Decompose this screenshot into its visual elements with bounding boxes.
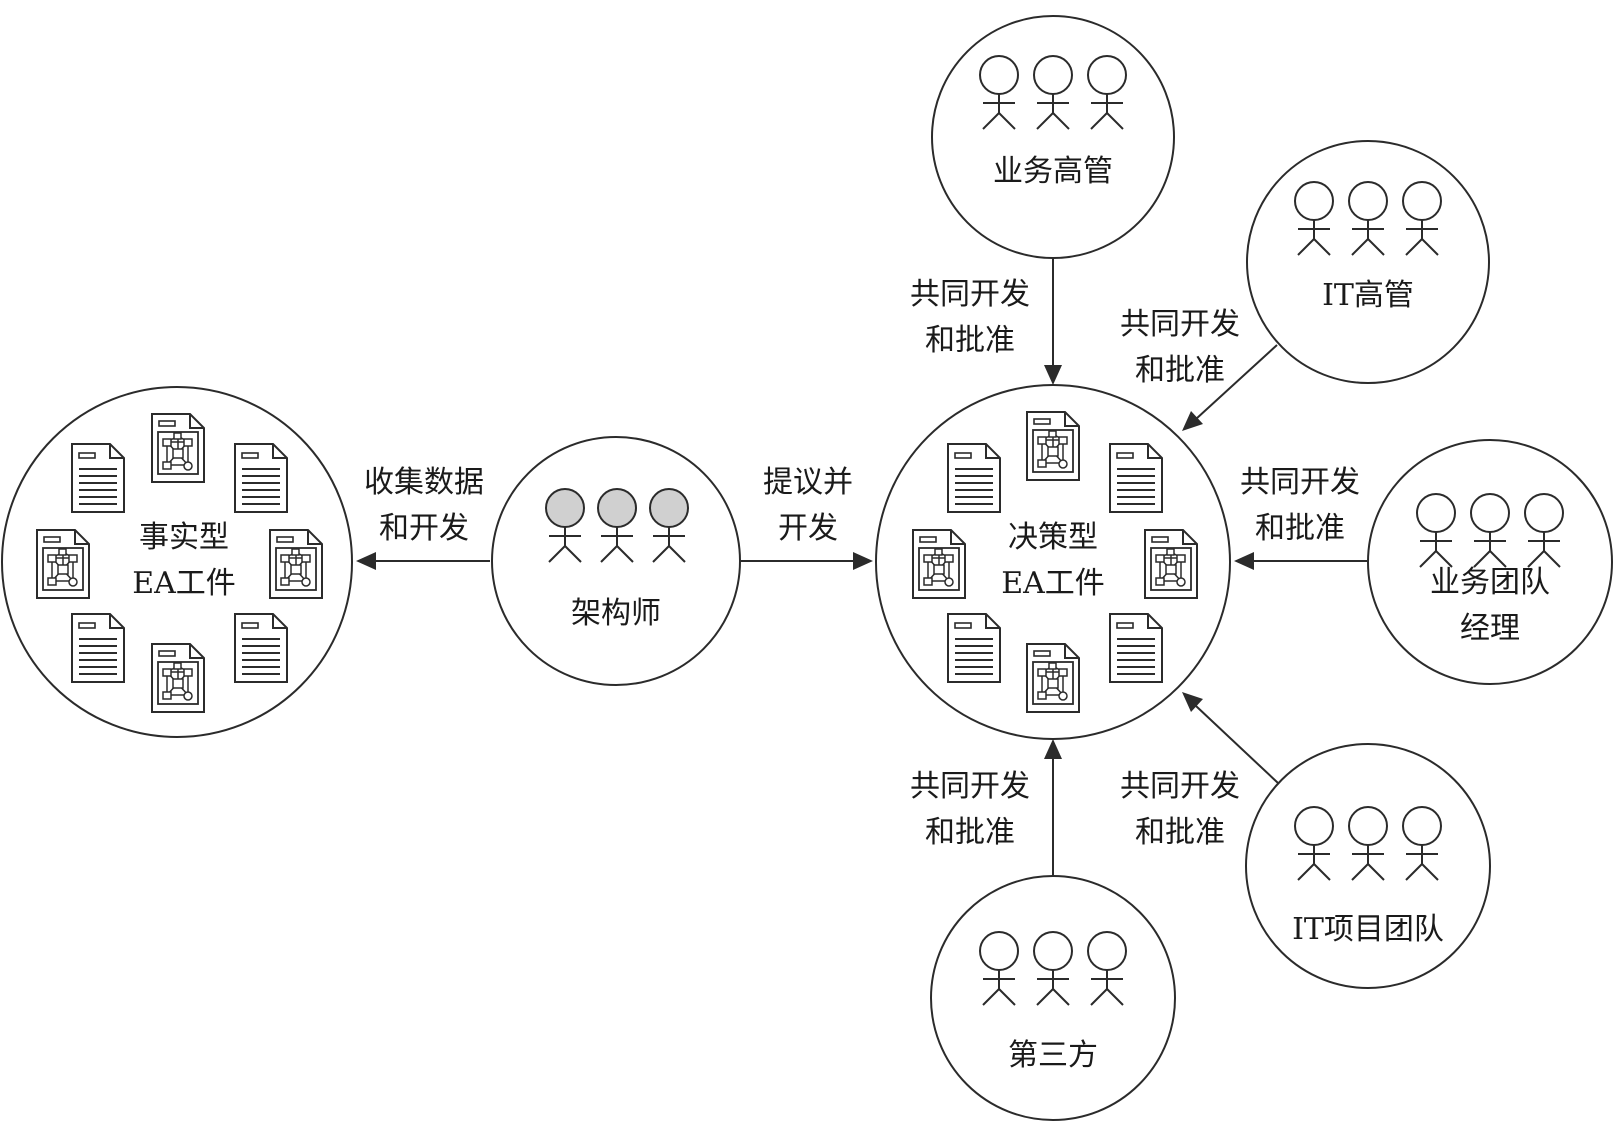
edge-third-parties-to-decision [1044, 739, 1062, 877]
node-it-project-teams-circle [1245, 743, 1491, 989]
model-document-icon [1144, 529, 1198, 599]
text-document-icon [234, 443, 288, 513]
node-label-it-project-teams: IT项目团队 [1292, 912, 1444, 947]
text-document-icon [1109, 613, 1163, 683]
text-document-icon [947, 613, 1001, 683]
edge-label-propose: 提议并 开发 [763, 465, 853, 546]
node-business-executives-circle [931, 15, 1175, 259]
edge-architect-to-fact [356, 552, 490, 570]
edge-business-unit-managers-to-decision [1234, 552, 1367, 570]
edge-it-project-teams-to-decision [1182, 692, 1279, 784]
node-label-decision-artifacts: 决策型 EA工件 [1001, 520, 1105, 601]
text-document-icon [234, 613, 288, 683]
node-label-third-parties: 第三方 [1008, 1038, 1098, 1073]
text-document-icon [1109, 443, 1163, 513]
node-label-business-executives: 业务高管 [993, 154, 1113, 189]
text-document-icon [71, 443, 125, 513]
node-label-it-executives: IT高管 [1322, 278, 1414, 313]
model-document-icon [36, 529, 90, 599]
edge-label-approve-business-executives: 共同开发 和批准 [910, 277, 1030, 358]
model-document-icon [912, 529, 966, 599]
text-document-icon [71, 613, 125, 683]
node-it-executives-circle [1246, 140, 1490, 384]
text-document-icon [947, 443, 1001, 513]
model-document-icon [269, 529, 323, 599]
node-third-parties-circle [930, 875, 1176, 1121]
node-label-fact-artifacts: 事实型 EA工件 [132, 520, 236, 601]
edge-label-approve-business-unit-managers: 共同开发 和批准 [1240, 465, 1360, 546]
model-document-icon [1026, 411, 1080, 481]
edge-label-approve-it-executives: 共同开发 和批准 [1120, 307, 1240, 388]
node-label-business-unit-managers: 业务团队经理 [1430, 565, 1550, 646]
edge-label-approve-third-parties: 共同开发 和批准 [910, 769, 1030, 850]
node-architects-circle [491, 436, 741, 686]
edge-it-executives-to-decision [1182, 344, 1278, 431]
edge-architect-to-decision [741, 552, 873, 570]
edge-business-executives-to-decision [1044, 258, 1062, 385]
model-document-icon [1026, 643, 1080, 713]
edge-label-collect: 收集数据 和开发 [364, 465, 484, 546]
model-document-icon [151, 643, 205, 713]
edge-label-approve-it-project-teams: 共同开发 和批准 [1120, 769, 1240, 850]
model-document-icon [151, 413, 205, 483]
node-label-architects: 架构师 [571, 596, 661, 631]
